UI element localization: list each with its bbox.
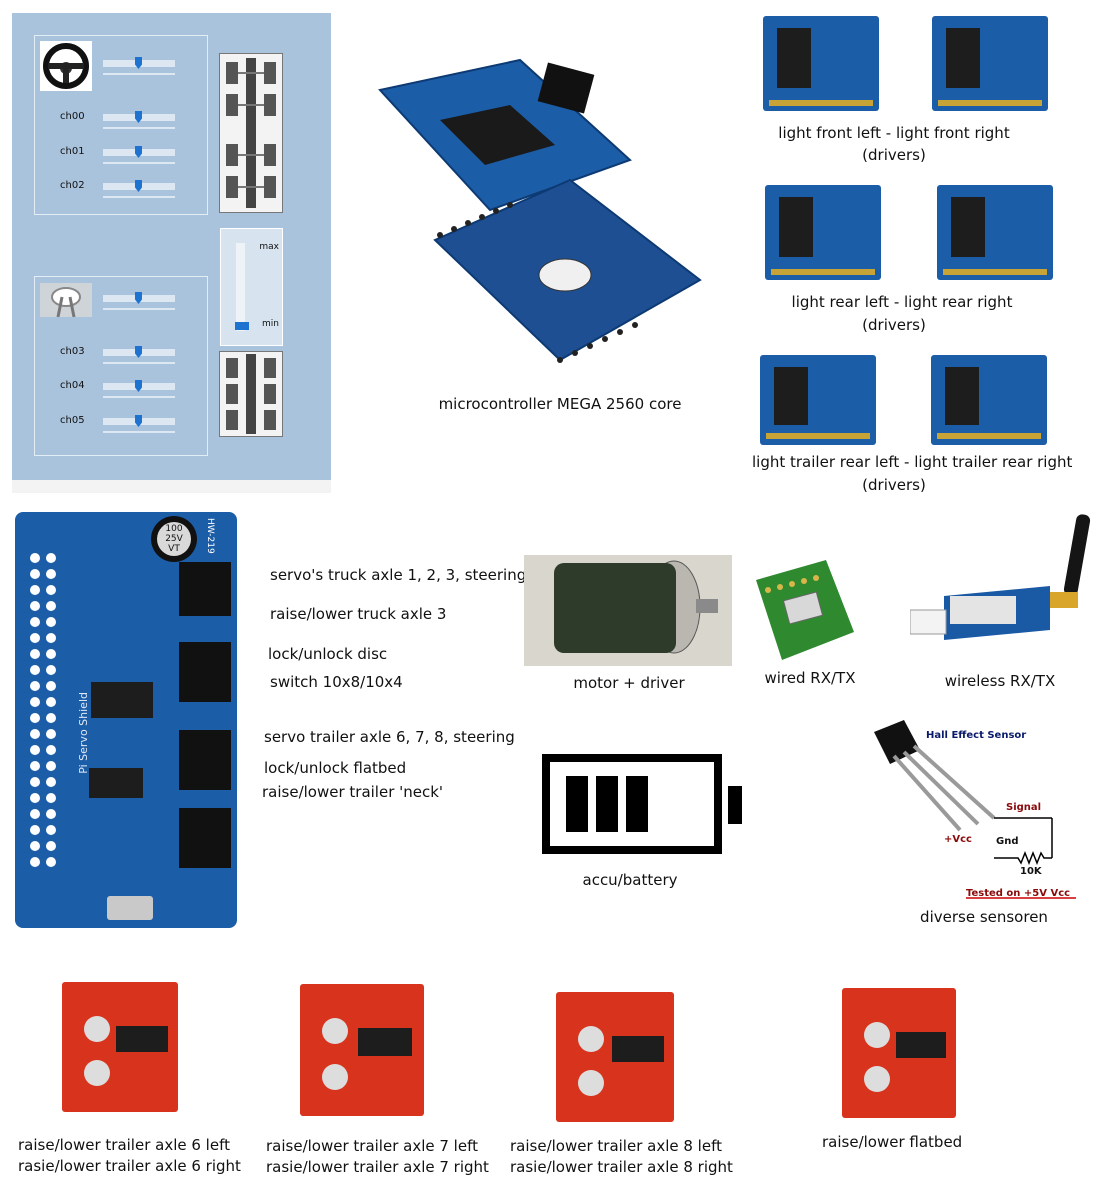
servo-label-trailer-axles: servo trailer axle 6, 7, 8, steering xyxy=(264,728,515,746)
mega2560-image xyxy=(370,20,732,382)
hall-vcc-label: +Vcc xyxy=(944,834,972,845)
steering-slider-trailer[interactable] xyxy=(103,292,175,310)
driver-2-line2: rasie/lower trailer axle 7 right xyxy=(266,1158,489,1176)
board-label: Pi Servo Shield xyxy=(77,692,90,774)
driver-3-line1: raise/lower trailer axle 8 left xyxy=(510,1137,722,1155)
channel-label-ch02: ch02 xyxy=(60,180,85,191)
truck-chassis-image xyxy=(219,53,283,213)
light-front-drivers-caption: (drivers) xyxy=(862,146,926,164)
light-rear-drivers-caption: (drivers) xyxy=(862,316,926,334)
wired-caption: wired RX/TX xyxy=(764,669,856,687)
capacitor: 100 25V VT xyxy=(151,516,197,562)
slider-ch03[interactable] xyxy=(103,346,175,364)
light-front-caption: light front left - light front right xyxy=(778,124,1010,142)
motor-driver-4 xyxy=(842,988,956,1118)
slider-ch05[interactable] xyxy=(103,415,175,433)
motor-driver-2 xyxy=(300,984,424,1116)
vertical-slider-thumb[interactable] xyxy=(235,322,249,330)
motor-driver-3 xyxy=(556,992,674,1122)
panel-bottom-strip xyxy=(12,480,331,493)
sensors-caption: diverse sensoren xyxy=(920,908,1048,926)
light-rear-caption: light rear left - light rear right xyxy=(791,293,1013,311)
trailer-chassis-image xyxy=(219,351,283,437)
vertical-slider-min-label: min xyxy=(262,319,279,329)
channel-label-ch00: ch00 xyxy=(60,111,85,122)
hall-signal-label: Signal xyxy=(1006,802,1042,813)
trailer-hitch-icon xyxy=(40,283,92,318)
slider-ch02[interactable] xyxy=(103,180,175,198)
driver-2-line1: raise/lower trailer axle 7 left xyxy=(266,1137,478,1155)
slider-ch04[interactable] xyxy=(103,380,175,398)
driver-4-line1: raise/lower flatbed xyxy=(822,1133,963,1151)
servo-label-trailer-neck: raise/lower trailer 'neck' xyxy=(262,783,444,801)
vertical-slider[interactable]: max min xyxy=(220,228,283,346)
hall-tested-label: Tested on +5V Vcc xyxy=(966,888,1071,899)
servo-label-lock-disc: lock/unlock disc xyxy=(268,645,388,663)
motor-image xyxy=(524,555,732,666)
steering-wheel-icon xyxy=(40,41,92,91)
light-driver-rear-right xyxy=(937,185,1053,280)
control-panel: ch00 ch01 ch02 ch03 ch04 ch05 xyxy=(12,13,331,493)
servo-header-3 xyxy=(179,730,231,790)
hall-gnd-label: Gnd xyxy=(996,836,1019,847)
board-code: HW-219 xyxy=(205,518,215,554)
servo-header-1 xyxy=(179,562,231,616)
light-trailer-drivers-caption: (drivers) xyxy=(862,476,926,494)
hall-resistor-label: 10K xyxy=(1020,866,1042,877)
light-driver-rear-left xyxy=(765,185,881,280)
servo-label-lock-flatbed: lock/unlock flatbed xyxy=(264,759,407,777)
wireless-rxtx-image xyxy=(909,512,1100,642)
driver-1-line1: raise/lower trailer axle 6 left xyxy=(18,1136,230,1154)
steering-slider-truck[interactable] xyxy=(103,57,175,75)
vertical-slider-max-label: max xyxy=(259,242,279,252)
trailer-channel-group xyxy=(34,276,208,456)
channel-label-ch03: ch03 xyxy=(60,346,85,357)
wireless-caption: wireless RX/TX xyxy=(944,672,1056,690)
usb-port xyxy=(107,896,153,920)
light-driver-trailer-right xyxy=(931,355,1047,445)
servo-header-4 xyxy=(179,808,231,868)
slider-ch01[interactable] xyxy=(103,146,175,164)
channel-label-ch01: ch01 xyxy=(60,146,85,157)
motor-driver-1 xyxy=(62,982,178,1112)
truck-channel-group xyxy=(34,35,208,215)
slider-ch00[interactable] xyxy=(103,111,175,129)
microcontroller-caption: microcontroller MEGA 2560 core xyxy=(438,395,682,413)
light-trailer-caption: light trailer rear left - light trailer … xyxy=(752,453,1073,471)
servo-label-truck-axles: servo's truck axle 1, 2, 3, steering xyxy=(270,566,527,584)
light-driver-front-left xyxy=(763,16,879,111)
channel-label-ch04: ch04 xyxy=(60,380,85,391)
channel-label-ch05: ch05 xyxy=(60,415,85,426)
wired-rxtx-image xyxy=(746,560,854,660)
battery-caption: accu/battery xyxy=(582,871,678,889)
servo-header-2 xyxy=(179,642,231,702)
light-driver-trailer-left xyxy=(760,355,876,445)
hall-sensor-title: Hall Effect Sensor xyxy=(926,730,1027,741)
battery-icon xyxy=(542,754,742,854)
driver-1-line2: rasie/lower trailer axle 6 right xyxy=(18,1157,241,1175)
servo-label-switch: switch 10x8/10x4 xyxy=(270,673,403,691)
driver-3-line2: rasie/lower trailer axle 8 right xyxy=(510,1158,733,1176)
hall-sensor-image: Hall Effect Sensor Signal +Vcc Gnd 10K T… xyxy=(874,720,1094,910)
motor-caption: motor + driver xyxy=(573,674,685,692)
servo-label-raise-axle3: raise/lower truck axle 3 xyxy=(270,605,447,623)
light-driver-front-right xyxy=(932,16,1048,111)
servo-shield-image: 100 25V VT HW-219 Pi Servo Shield xyxy=(15,512,237,928)
